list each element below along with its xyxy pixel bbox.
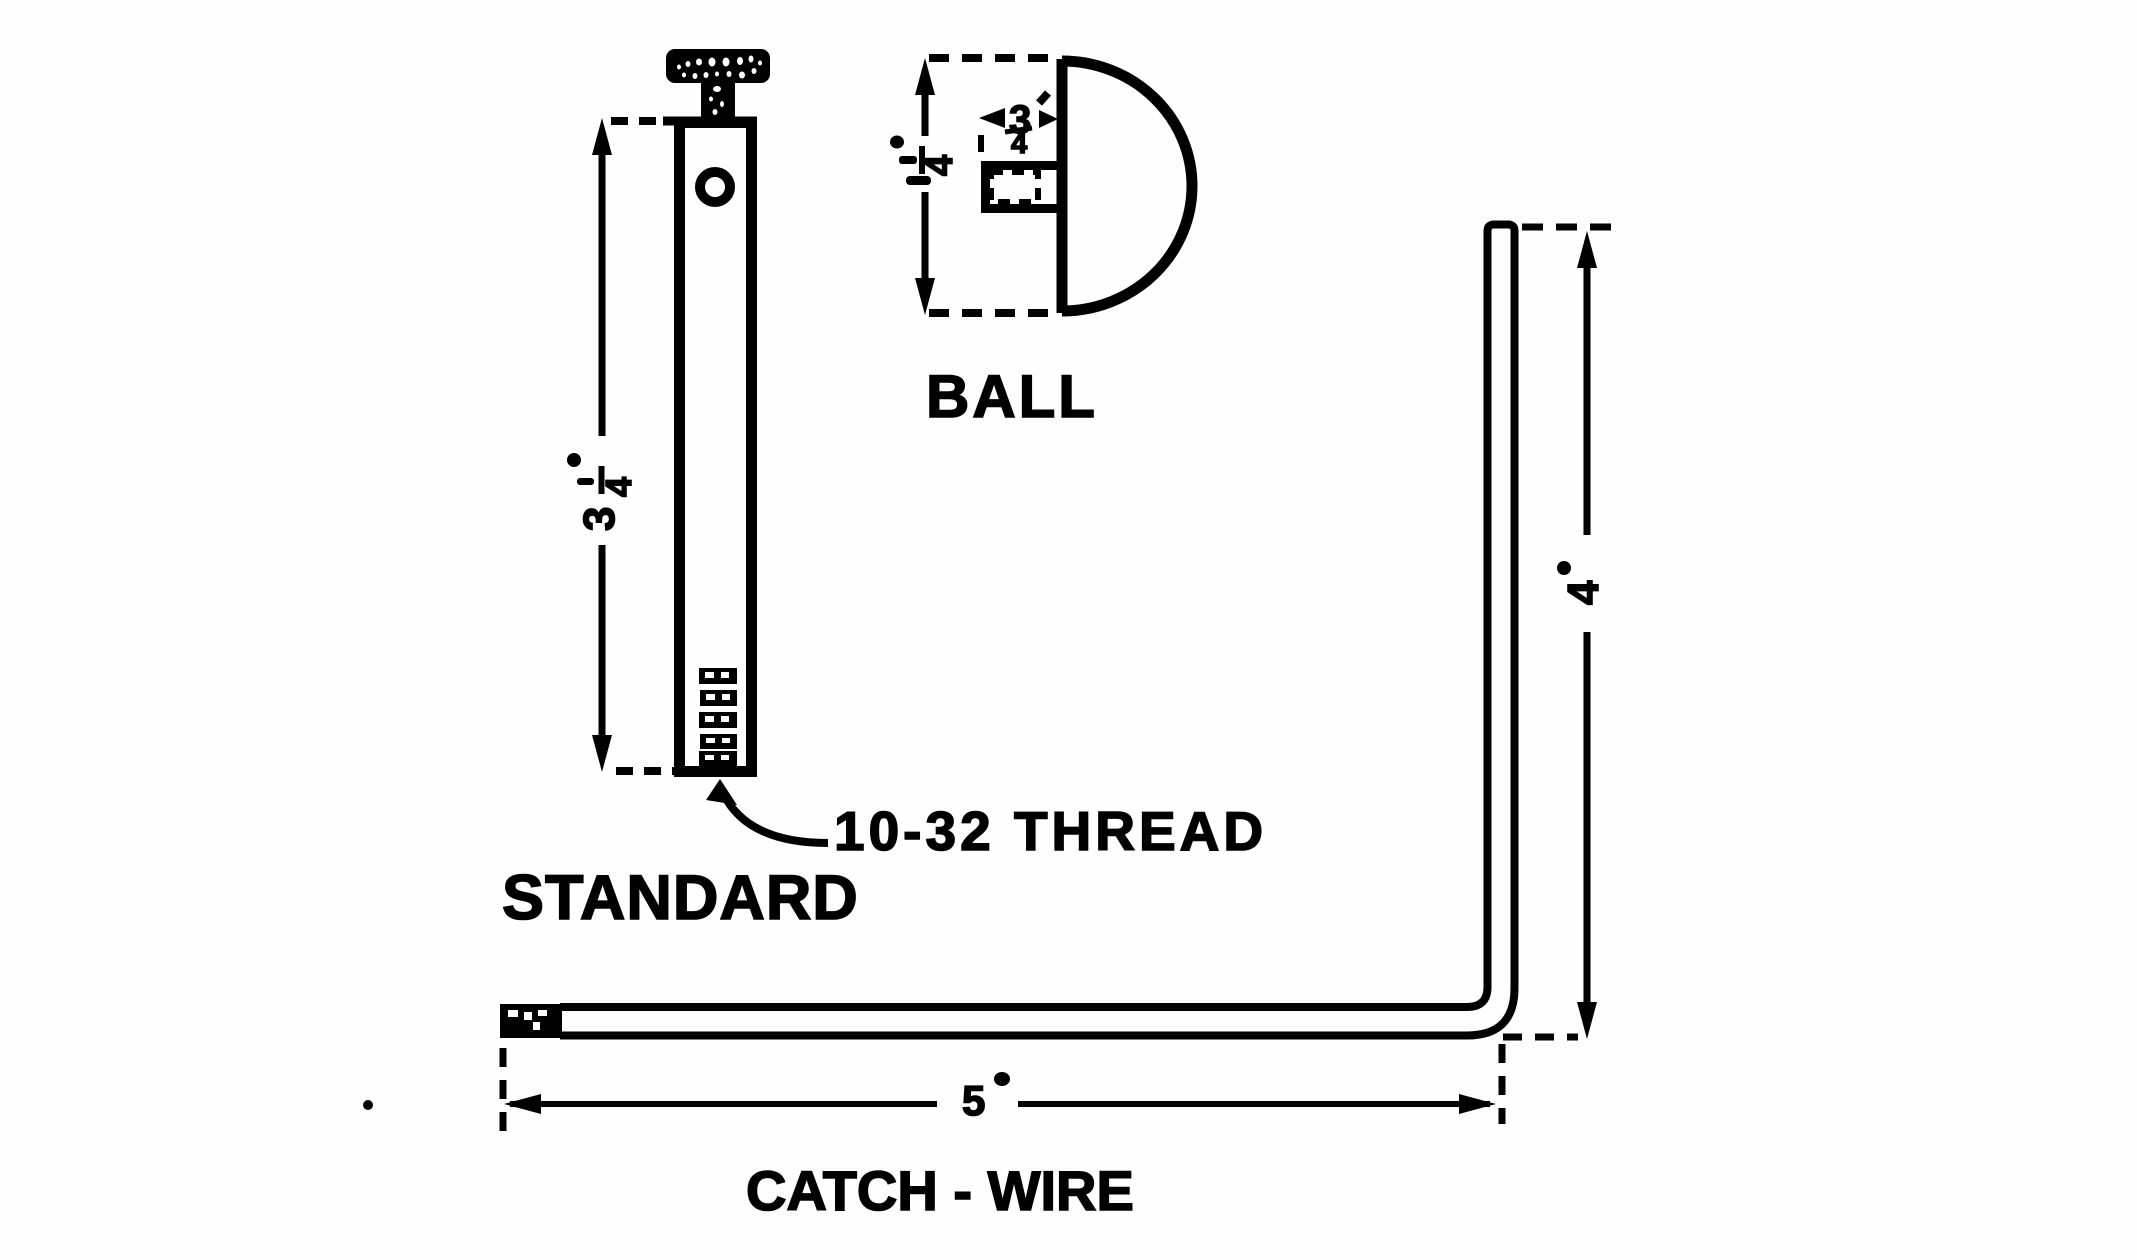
svg-text:STANDARD: STANDARD <box>502 863 859 933</box>
svg-text:5: 5 <box>962 1077 985 1124</box>
svg-text:4: 4 <box>598 477 639 497</box>
svg-text:3: 3 <box>575 507 624 531</box>
svg-text:4: 4 <box>919 155 961 176</box>
svg-text:4: 4 <box>1011 128 1027 160</box>
svg-text:BALL: BALL <box>926 363 1098 430</box>
svg-text:10-32 THREAD: 10-32 THREAD <box>834 800 1267 862</box>
svg-text:CATCH - WIRE: CATCH - WIRE <box>746 1159 1134 1222</box>
svg-text:4: 4 <box>1559 580 1608 605</box>
